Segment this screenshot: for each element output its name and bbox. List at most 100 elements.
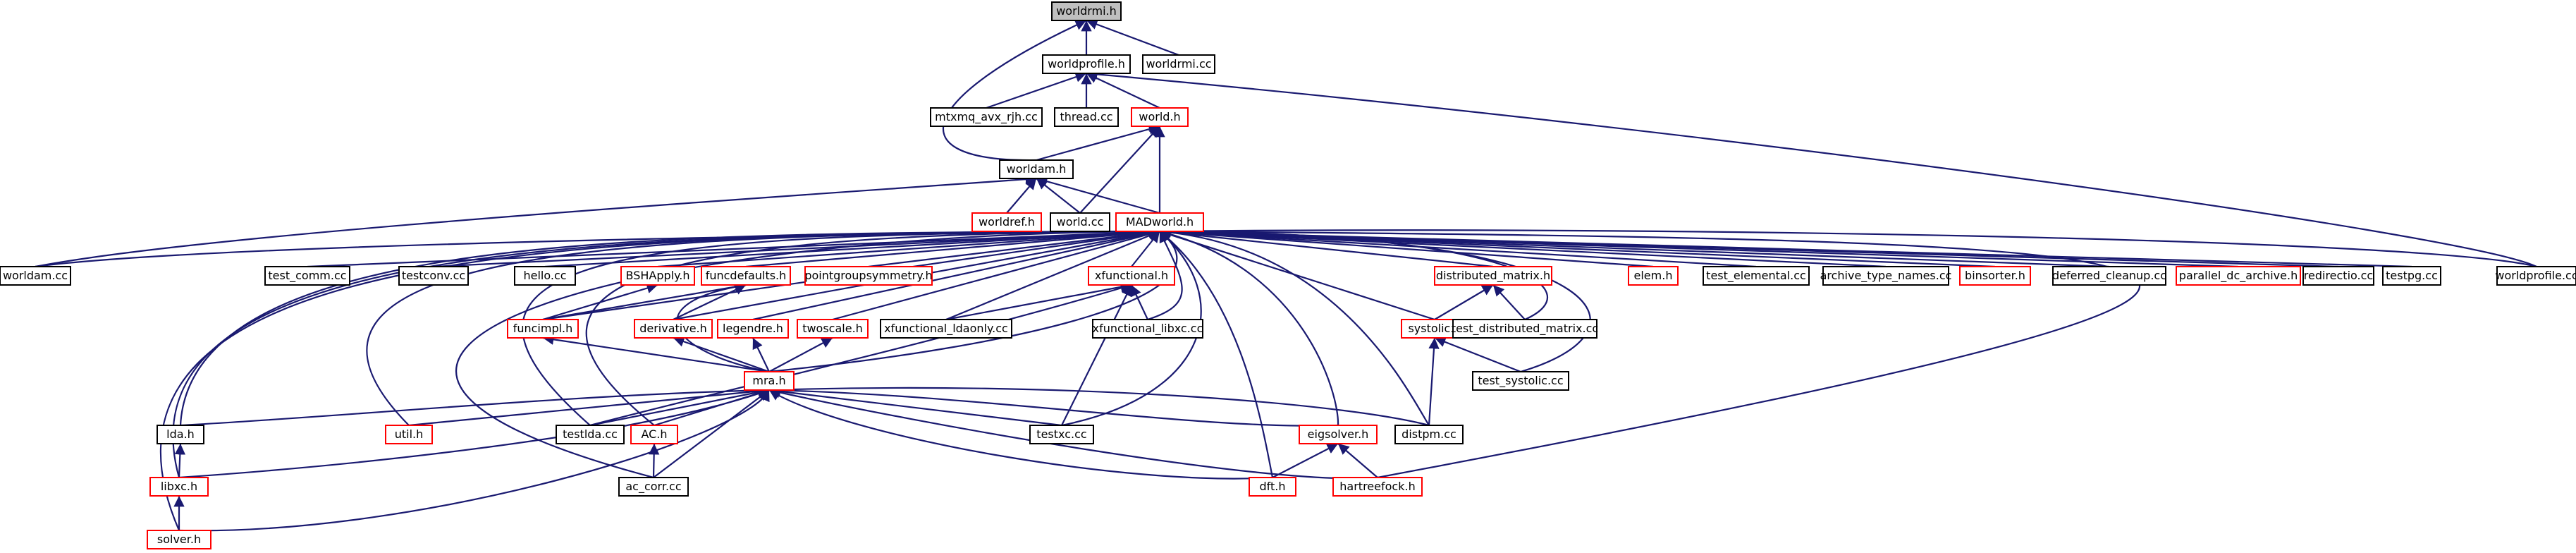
node-bshapply[interactable]: BSHApply.h xyxy=(620,266,695,286)
node-derivative[interactable]: derivative.h xyxy=(634,319,713,339)
node-legendre[interactable]: legendre.h xyxy=(717,319,789,339)
node-box xyxy=(1115,212,1204,232)
edge-lda-h-to-mra-h xyxy=(180,384,770,427)
node-box xyxy=(398,266,469,286)
node-xf-libxc[interactable]: xfunctional_libxc.cc xyxy=(1092,319,1203,339)
node-hello-cc[interactable]: hello.cc xyxy=(514,266,576,286)
node-testconv[interactable]: testconv.cc xyxy=(398,266,469,286)
node-box xyxy=(797,319,869,339)
node-madworld-h[interactable]: MADworld.h xyxy=(1115,212,1204,232)
node-binsorter[interactable]: binsorter.h xyxy=(1959,266,2031,286)
node-box xyxy=(1054,107,1119,127)
node-testlda[interactable]: testlda.cc xyxy=(556,425,625,444)
node-worldprofile-cc[interactable]: worldprofile.cc xyxy=(2495,266,2576,286)
edge-test-elemental-to-madworld-h xyxy=(1159,226,1757,268)
node-ac-h[interactable]: AC.h xyxy=(630,425,678,444)
edge-testlda-to-madworld-h xyxy=(522,226,1160,426)
node-worldref-h[interactable]: worldref.h xyxy=(971,212,1042,232)
edge-ac-corr-to-madworld-h xyxy=(455,226,1160,479)
edge-systolic-h-to-distmatrix-h xyxy=(1434,284,1494,320)
node-twoscale[interactable]: twoscale.h xyxy=(797,319,869,339)
node-label: archive_type_names.cc xyxy=(1820,269,1952,283)
edge-funcimpl-to-funcdefaults xyxy=(542,281,747,321)
edge-distpm-to-madworld-h xyxy=(1159,226,1430,426)
node-mra-h[interactable]: mra.h xyxy=(744,371,795,391)
node-dft-h[interactable]: dft.h xyxy=(1249,477,1296,497)
edge-madworld-h-to-worldam-h xyxy=(1036,176,1160,214)
node-worldprofile-h[interactable]: worldprofile.h xyxy=(1042,54,1131,74)
node-testxc[interactable]: testxc.cc xyxy=(1029,425,1094,444)
node-box xyxy=(1029,425,1094,444)
node-util-h[interactable]: util.h xyxy=(385,425,433,444)
node-label: testpg.cc xyxy=(2386,269,2438,282)
node-libxc-h[interactable]: libxc.h xyxy=(149,477,209,497)
node-label: binsorter.h xyxy=(1965,269,2025,282)
edge-worldprofile-cc-to-worldprofile-h xyxy=(1086,68,2537,267)
edge-dft-h-to-madworld-h xyxy=(1159,231,1274,478)
node-elem-h[interactable]: elem.h xyxy=(1628,266,1679,286)
node-parallel-dc[interactable]: parallel_dc_archive.h xyxy=(2176,266,2301,286)
node-pointgroup[interactable]: pointgroupsymmetry.h xyxy=(804,266,933,286)
edge-test-systolic-to-madworld-h xyxy=(1159,226,1591,373)
node-test-systolic[interactable]: test_systolic.cc xyxy=(1472,371,1569,391)
node-box xyxy=(999,159,1074,179)
node-box xyxy=(2052,266,2166,286)
edge-legendre-to-madworld-h xyxy=(752,228,1160,321)
node-ac-corr[interactable]: ac_corr.cc xyxy=(618,477,689,497)
node-xfunctional-h[interactable]: xfunctional.h xyxy=(1088,266,1175,286)
edge-mra-h-to-legendre xyxy=(752,337,770,372)
node-label: testlda.cc xyxy=(563,427,618,441)
node-test-elemental[interactable]: test_elemental.cc xyxy=(1703,266,1810,286)
node-label: AC.h xyxy=(641,427,667,441)
node-hartreefock[interactable]: hartreefock.h xyxy=(1332,477,1423,497)
node-label: world.cc xyxy=(1057,215,1104,229)
node-archive-type[interactable]: archive_type_names.cc xyxy=(1820,266,1952,286)
node-label: legendre.h xyxy=(723,322,783,335)
node-test-distmatrix[interactable]: test_distributed_matrix.cc xyxy=(1452,319,1598,339)
node-label: lda.h xyxy=(166,427,195,441)
edge-libxc-h-to-lda-h xyxy=(174,443,186,478)
node-label: worldam.cc xyxy=(3,269,68,282)
node-testpg[interactable]: testpg.cc xyxy=(2382,266,2441,286)
node-funcdefaults[interactable]: funcdefaults.h xyxy=(701,266,791,286)
node-box xyxy=(1452,319,1597,339)
node-world-cc[interactable]: world.cc xyxy=(1050,212,1110,232)
node-label: xfunctional_libxc.cc xyxy=(1093,322,1203,336)
node-distmatrix-h[interactable]: distributed_matrix.h xyxy=(1434,266,1552,286)
edge-libxc-h-to-mra-h xyxy=(178,388,770,479)
node-label: hello.cc xyxy=(523,269,566,282)
node-deferred[interactable]: deferred_cleanup.cc xyxy=(2052,266,2166,286)
node-distpm[interactable]: distpm.cc xyxy=(1394,425,1464,444)
node-funcimpl[interactable]: funcimpl.h xyxy=(507,319,579,339)
node-box xyxy=(620,266,695,286)
node-box xyxy=(507,319,579,339)
node-mtxmq[interactable]: mtxmq_avx_rjh.cc xyxy=(930,107,1043,127)
node-box xyxy=(157,425,204,444)
node-label: worldam.h xyxy=(1007,162,1067,176)
node-box xyxy=(2176,266,2301,286)
node-label: redirectio.cc xyxy=(2304,269,2373,282)
node-worldrmi-h: worldrmi.h xyxy=(1051,1,1122,21)
node-label: MADworld.h xyxy=(1126,215,1194,229)
edge-derivative-to-funcdefaults xyxy=(673,284,747,320)
node-lda-h[interactable]: lda.h xyxy=(157,425,204,444)
node-label: testconv.cc xyxy=(402,269,465,282)
node-redirectio[interactable]: redirectio.cc xyxy=(2302,266,2374,286)
node-label: elem.h xyxy=(1634,269,1673,282)
node-worldam-cc[interactable]: worldam.cc xyxy=(0,266,71,286)
node-box xyxy=(556,425,625,444)
edge-elem-h-to-madworld-h xyxy=(1159,226,1654,268)
node-worldam-h[interactable]: worldam.h xyxy=(999,159,1074,179)
node-box xyxy=(1131,107,1189,127)
node-eigsolver[interactable]: eigsolver.h xyxy=(1299,425,1378,444)
node-test-comm[interactable]: test_comm.cc xyxy=(264,266,350,286)
node-world-h[interactable]: world.h xyxy=(1131,107,1189,127)
node-worldrmi-cc[interactable]: worldrmi.cc xyxy=(1142,54,1215,74)
node-label: BSHApply.h xyxy=(626,269,690,282)
node-thread-cc[interactable]: thread.cc xyxy=(1054,107,1119,127)
node-solver-h[interactable]: solver.h xyxy=(147,530,211,549)
node-box xyxy=(1472,371,1569,391)
node-xf-ldaonly[interactable]: xfunctional_ldaonly.cc xyxy=(880,319,1012,339)
edge-worldprofile-cc-to-madworld-h xyxy=(1159,226,2537,268)
